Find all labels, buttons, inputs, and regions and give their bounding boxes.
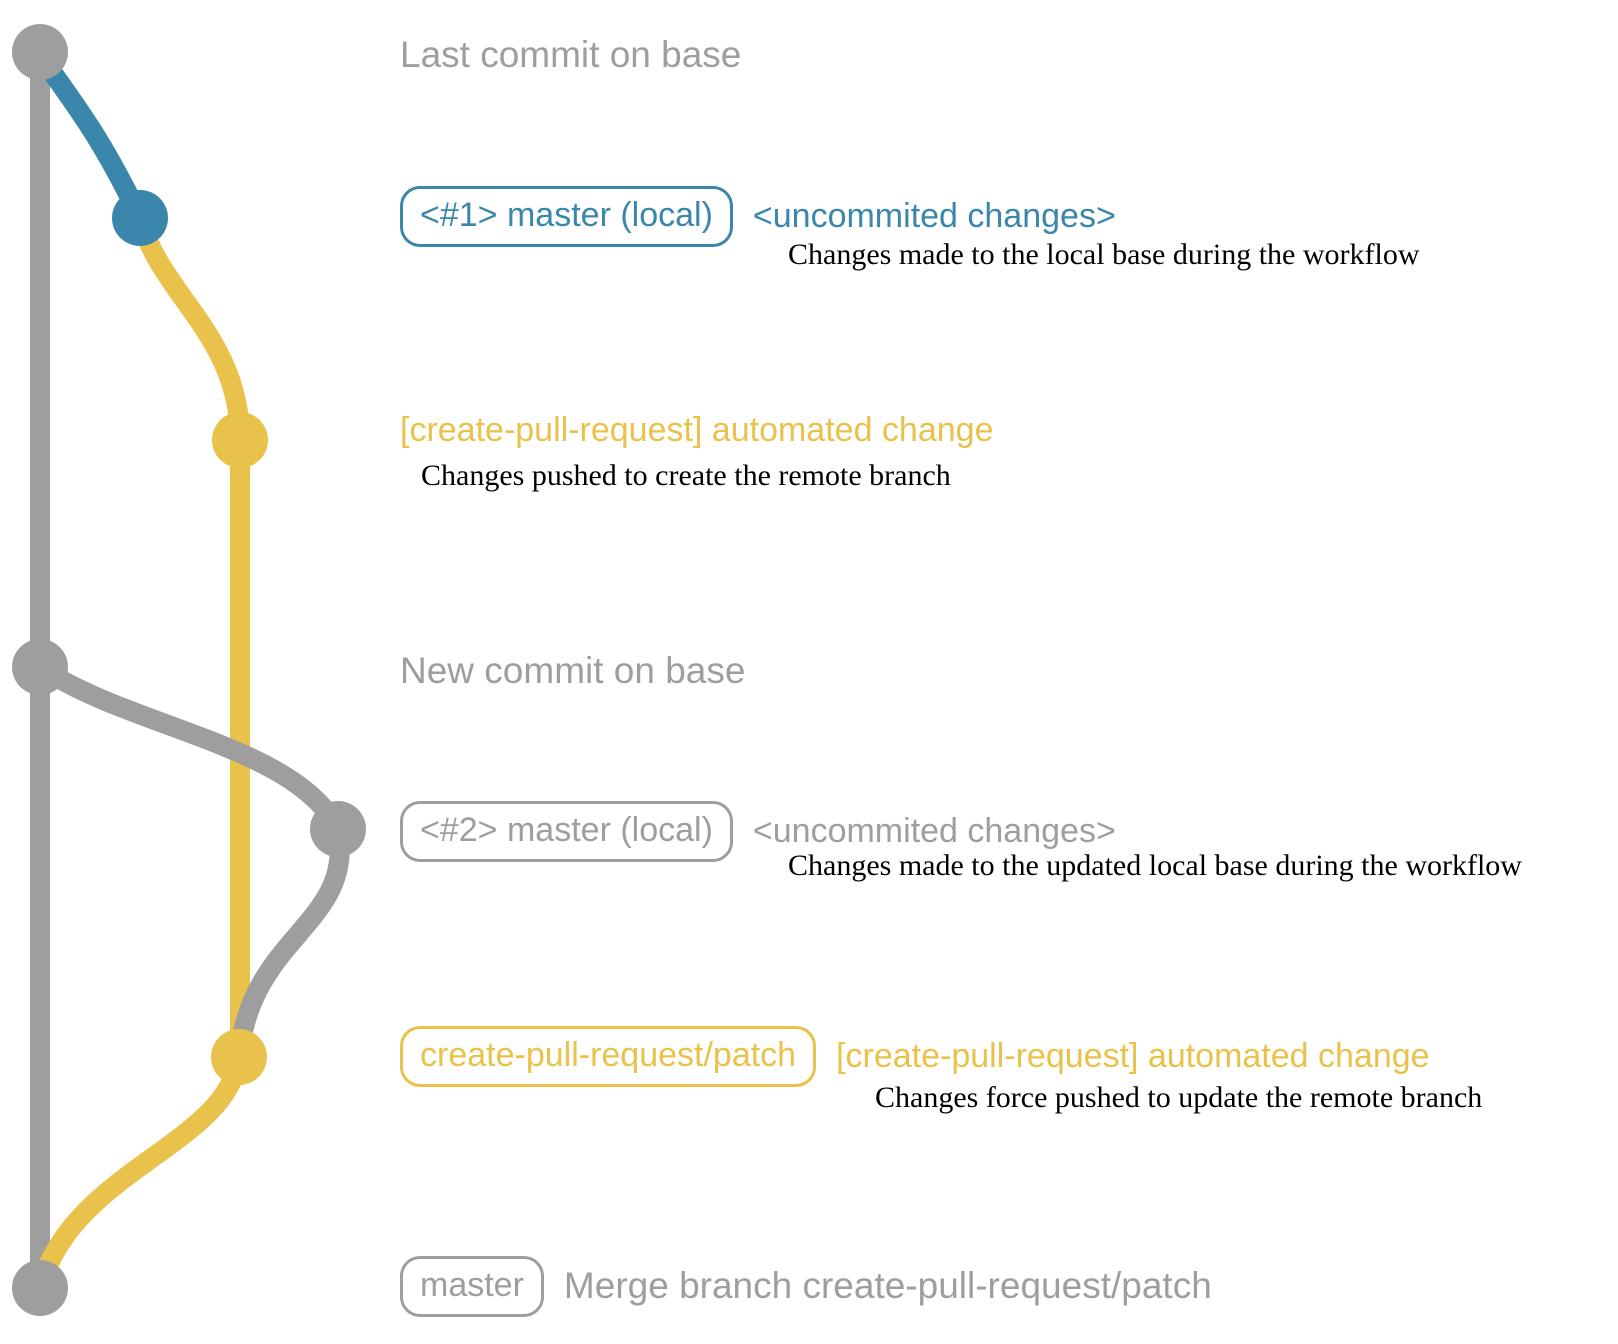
row-local-master-1: <#1> master (local) <uncommited changes> (400, 186, 1116, 247)
merge-edge (30, 1055, 249, 1291)
label-last-commit-on-base: Last commit on base (400, 34, 742, 75)
local-master-2-edge (34, 658, 350, 1058)
label-uncommited-changes-1: <uncommited changes> (752, 196, 1116, 235)
commit-node-merge (12, 1260, 68, 1316)
patch-branch-line (130, 215, 250, 1057)
badge-master-local-2: <#2> master (local) (400, 801, 733, 862)
badge-master-local-1: <#1> master (local) (400, 186, 733, 247)
row-merge: master Merge branch create-pull-request/… (400, 1256, 1212, 1317)
commit-node-last-base (12, 24, 68, 80)
note-local-changes-1: Changes made to the local base during th… (788, 238, 1420, 271)
commit-node-patch-force-push (211, 1029, 267, 1085)
note-push-create: Changes pushed to create the remote bran… (421, 459, 951, 492)
commit-node-local-master-1 (112, 190, 168, 246)
label-uncommited-changes-2: <uncommited changes> (752, 811, 1116, 850)
commit-node-local-master-2 (310, 801, 366, 857)
note-force-push: Changes force pushed to update the remot… (875, 1081, 1483, 1114)
label-new-commit-on-base: New commit on base (400, 650, 746, 691)
note-local-changes-2: Changes made to the updated local base d… (788, 849, 1522, 882)
commit-node-patch-push (212, 412, 268, 468)
badge-master: master (400, 1256, 544, 1317)
row-patch-branch: create-pull-request/patch [create-pull-r… (400, 1026, 1430, 1087)
commit-node-new-base (12, 639, 68, 695)
badge-create-pull-request-patch: create-pull-request/patch (400, 1026, 817, 1087)
label-automated-change-2: [create-pull-request] automated change (836, 1036, 1430, 1075)
local-master-1-edge (31, 49, 150, 223)
label-automated-change-1: [create-pull-request] automated change (400, 411, 994, 449)
row-local-master-2: <#2> master (local) <uncommited changes> (400, 801, 1116, 862)
label-merge-branch: Merge branch create-pull-request/patch (563, 1265, 1212, 1307)
